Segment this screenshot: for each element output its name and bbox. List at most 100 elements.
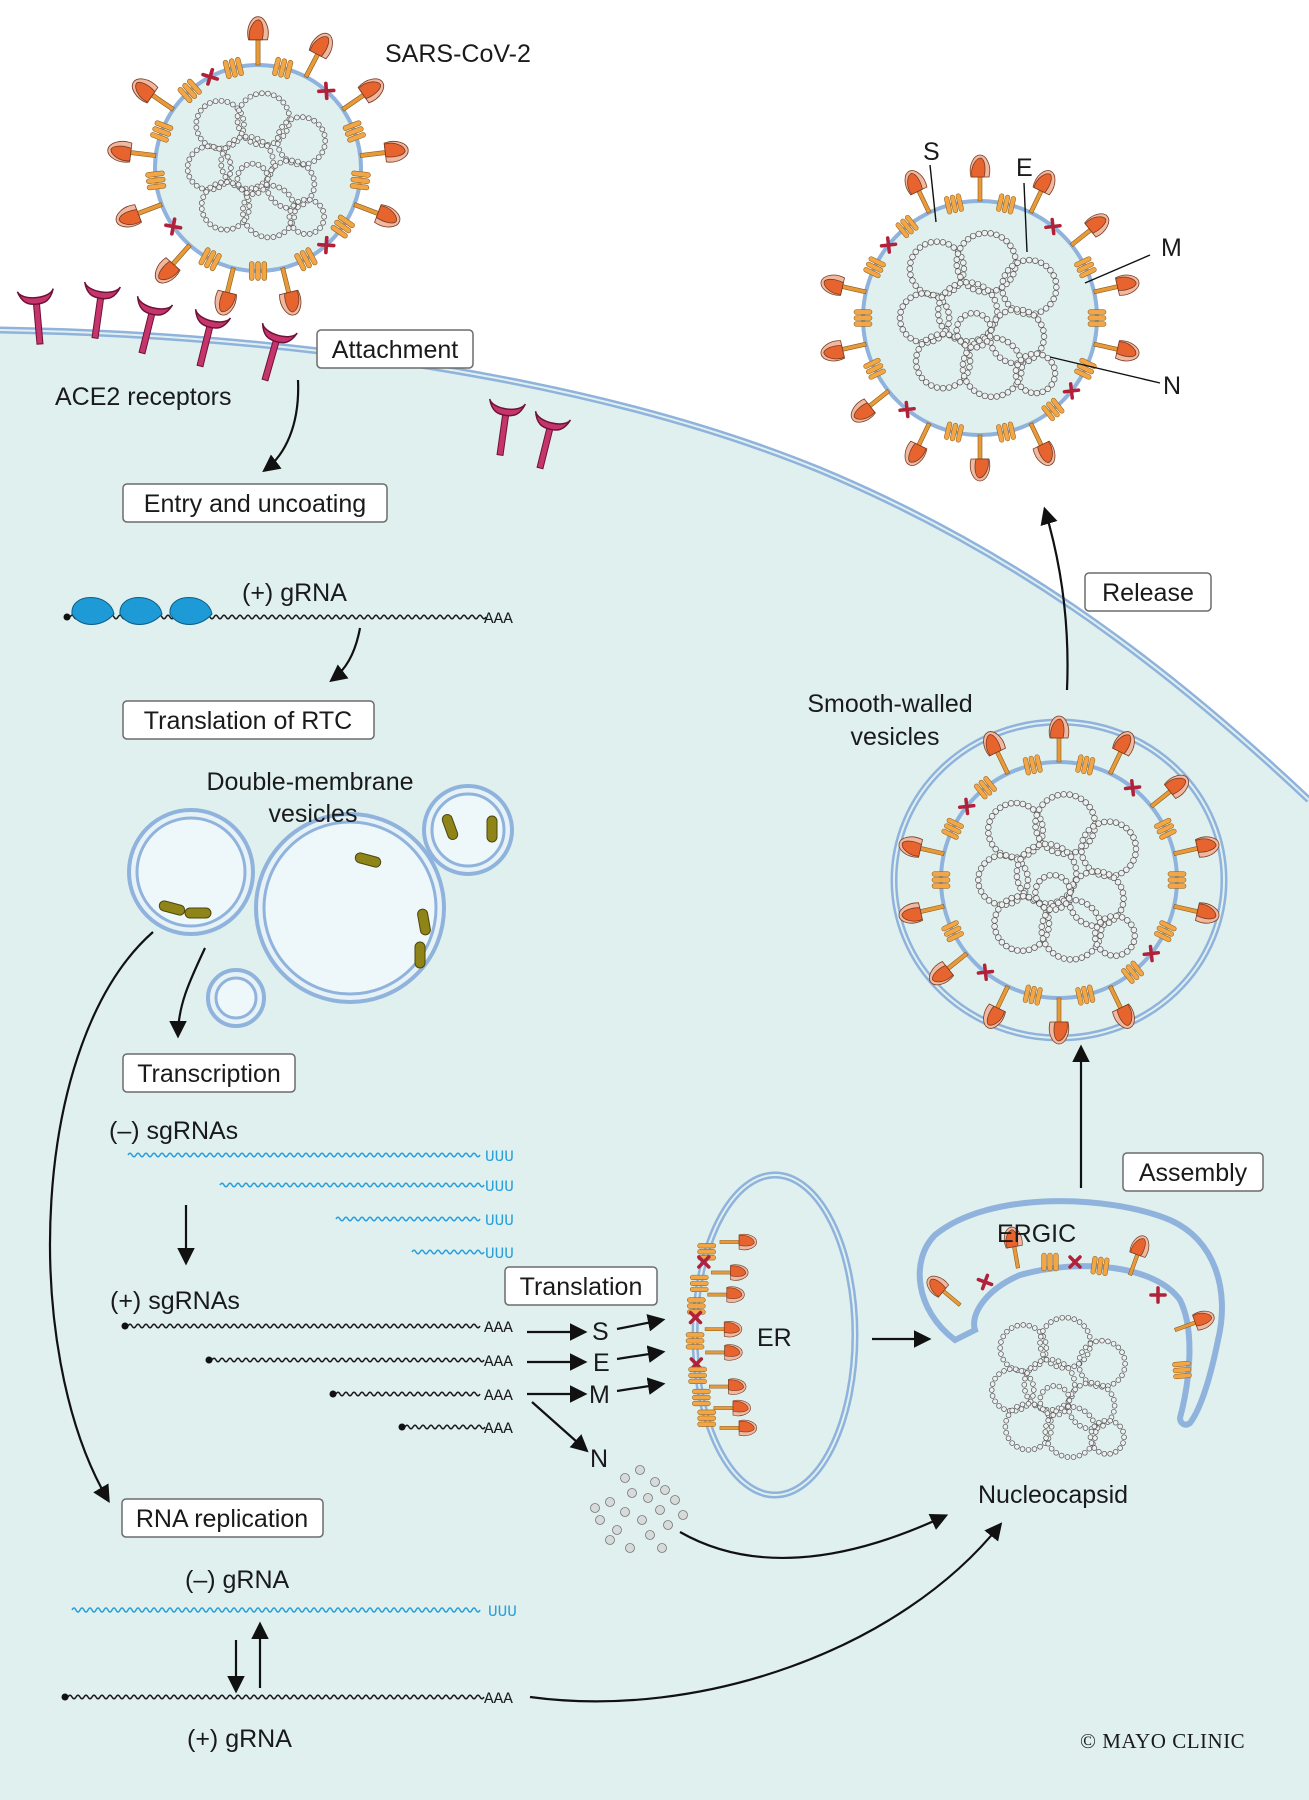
dmv-inner-membrane xyxy=(262,820,438,996)
nucleocapsid-bead xyxy=(1013,347,1020,354)
nucleocapsid-bead xyxy=(289,196,295,203)
m-protein-helix xyxy=(955,193,964,212)
nucleocapsid-bead xyxy=(274,135,281,141)
m-protein-helix xyxy=(1076,261,1095,273)
nucleocapsid-bead xyxy=(226,140,233,147)
nucleocapsid-bead xyxy=(1039,827,1047,834)
spike-stalk xyxy=(1056,997,1062,1025)
n-protein-particle xyxy=(612,1525,622,1535)
nucleocapsid-bead xyxy=(249,191,256,197)
spike-stalk xyxy=(709,1384,731,1389)
nucleocapsid-bead xyxy=(1047,267,1054,274)
nucleocapsid-bead xyxy=(1044,385,1051,393)
nucleocapsid-bead xyxy=(285,225,292,231)
spike-head xyxy=(723,1322,740,1334)
m-protein-helix xyxy=(1007,421,1016,440)
nucleocapsid-bead xyxy=(242,133,249,140)
nucleocapsid-bead xyxy=(212,181,219,188)
nucleocapsid-bead xyxy=(193,147,200,154)
spike-stalk xyxy=(341,91,367,112)
spike-protein xyxy=(1174,1310,1215,1333)
m-protein-helix xyxy=(334,219,352,234)
m-protein-helix xyxy=(863,267,881,279)
spike-head xyxy=(974,458,989,479)
nucleocapsid-bead xyxy=(945,331,953,338)
nucleocapsid-bead xyxy=(295,228,301,235)
m-protein-helix xyxy=(1022,984,1031,1003)
nucleocapsid-bead xyxy=(1045,945,1053,953)
spike-stalk xyxy=(711,1270,733,1275)
nucleocapsid-bead xyxy=(1092,909,1100,916)
nucleocapsid-bead xyxy=(1040,904,1048,911)
nucleocapsid-bead xyxy=(936,299,943,307)
m-protein xyxy=(177,78,202,104)
m-protein-helix xyxy=(978,779,993,796)
nucleocapsid-bead xyxy=(939,239,947,246)
nucleocapsid-bead xyxy=(1025,1400,1032,1407)
rna-strand xyxy=(67,1694,485,1700)
spike-protein xyxy=(713,1399,751,1417)
nucleocapsid-bead xyxy=(913,351,920,359)
nucleocapsid-bead xyxy=(1082,920,1090,928)
nucleocapsid-bead xyxy=(240,115,246,122)
nucleocapsid-bead xyxy=(1055,953,1062,960)
nucleocapsid-bead xyxy=(1093,924,1101,931)
nucleocapsid-bead xyxy=(1101,1417,1108,1424)
nucleocapsid-bead xyxy=(1000,1356,1007,1363)
m-protein xyxy=(692,1388,711,1407)
nucleocapsid-bead xyxy=(1079,854,1086,861)
nucleocapsid-bead xyxy=(1009,1440,1015,1446)
nucleocapsid-bead xyxy=(907,335,914,342)
nucleocapsid-bead xyxy=(1054,849,1061,857)
m-protein-helix xyxy=(685,1344,705,1350)
nucleocapsid-bead xyxy=(236,134,243,141)
nucleocapsid-bead xyxy=(1034,316,1042,323)
m-protein-helix xyxy=(944,823,962,835)
nucleocapsid-bead xyxy=(240,205,246,212)
nucleocapsid-bead xyxy=(1005,1412,1012,1418)
nucleocapsid-bead xyxy=(238,102,245,108)
m-protein-helix xyxy=(337,214,355,229)
nucleocapsid-bead xyxy=(1007,800,1015,807)
nucleocapsid-bead xyxy=(1024,1393,1030,1400)
nucleocapsid-bead xyxy=(1059,1314,1065,1321)
e-protein xyxy=(317,235,336,255)
m-protein-helix xyxy=(177,87,193,104)
poly-u-tail: UUU xyxy=(485,1178,514,1196)
nucleocapsid-bead xyxy=(1048,1429,1054,1436)
spike-protein xyxy=(707,1286,745,1303)
nucleocapsid-bead xyxy=(1070,1454,1077,1460)
m-protein-helix xyxy=(1125,964,1140,981)
nucleocapsid-bead xyxy=(899,326,906,333)
nucleocapsid-bead xyxy=(1089,832,1096,840)
nucleocapsid-bead xyxy=(320,219,326,226)
m-protein-helix xyxy=(689,1286,709,1293)
nucleocapsid-bead xyxy=(276,232,282,239)
step-rtc-text: Translation of RTC xyxy=(144,707,352,735)
nucleocapsid-label: Nucleocapsid xyxy=(978,1481,1128,1509)
m-protein-helix xyxy=(685,1338,705,1344)
nucleocapsid-bead xyxy=(1092,935,1099,943)
spike-head xyxy=(901,907,923,922)
spike-protein xyxy=(704,1321,743,1338)
nucleocapsid-bead xyxy=(1082,1425,1089,1431)
spike-head xyxy=(738,1420,755,1433)
nucleocapsid-bead xyxy=(1079,837,1086,844)
spike-protein xyxy=(904,170,932,214)
nucleocapsid-bead xyxy=(902,331,910,338)
nucleocapsid-bead xyxy=(1091,1423,1098,1430)
spike-protein xyxy=(341,78,385,112)
nucleocapsid-bead xyxy=(305,115,312,122)
nucleocapsid-bead xyxy=(957,280,964,287)
nucleocapsid-bead xyxy=(986,321,994,328)
nucleocapsid-bead xyxy=(255,190,262,196)
nucleocapsid-bead xyxy=(1062,878,1070,885)
nucleocapsid-bead xyxy=(1046,906,1053,913)
nucleocapsid-bead xyxy=(186,173,193,180)
nucleocapsid-bead xyxy=(218,156,225,163)
spike-protein xyxy=(719,1419,758,1437)
m-protein xyxy=(941,920,964,943)
smooth-vesicle-label-line2: vesicles xyxy=(851,723,940,751)
5-prime-cap xyxy=(61,1693,69,1701)
nucleocapsid-bead xyxy=(1120,895,1127,902)
